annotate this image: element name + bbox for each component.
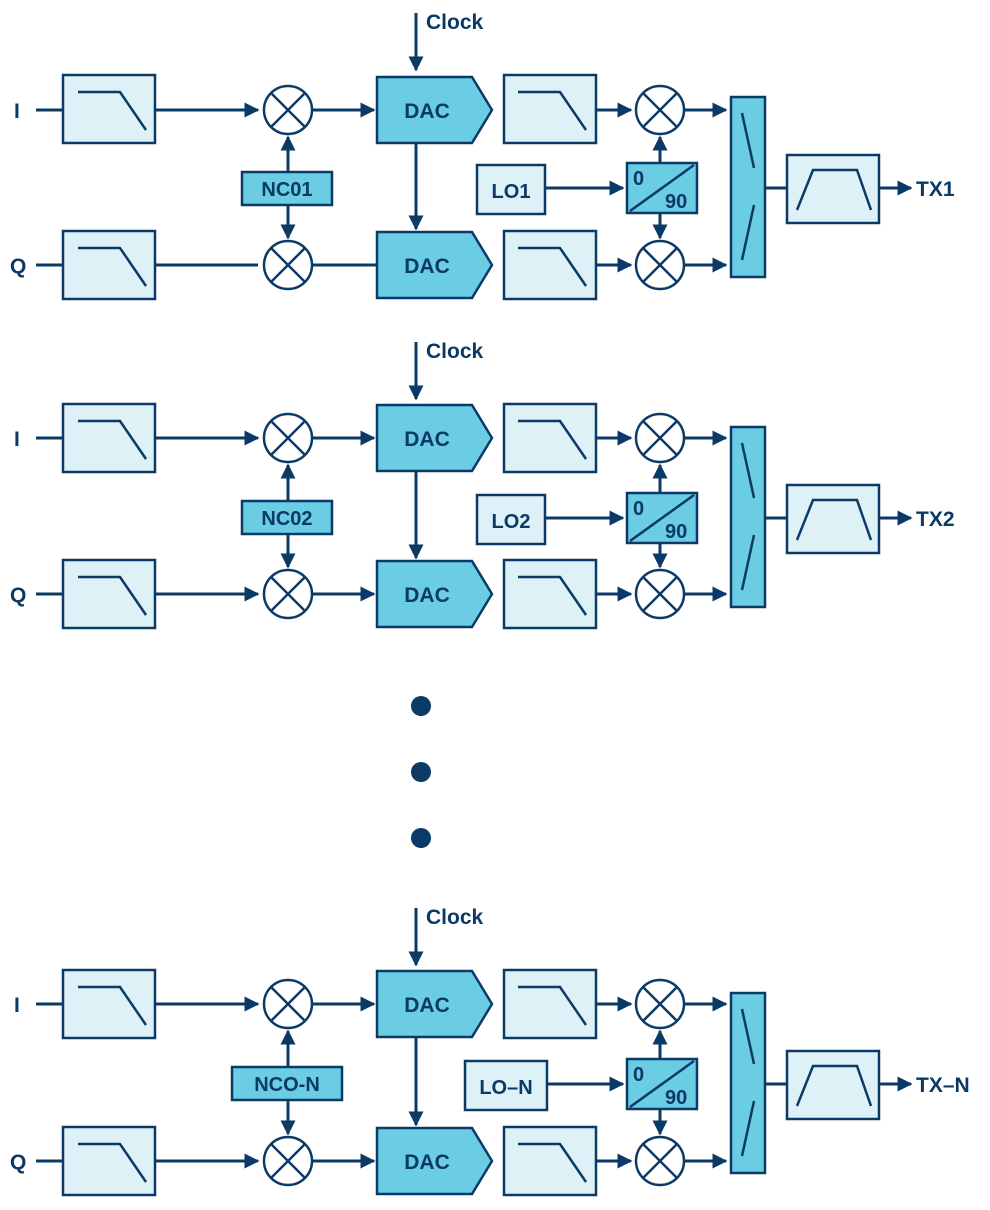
nco-label: NCO-N (254, 1074, 320, 1096)
clock-label: Clock (426, 906, 484, 929)
mixer-icon (262, 412, 314, 464)
tx-chain-n: Clock I Q NCO-N (10, 906, 970, 1197)
lo-label: LO–N (479, 1077, 532, 1099)
mixer-icon (634, 978, 686, 1030)
lowpass-filter-icon (61, 968, 157, 1040)
phase-90-label: 90 (665, 1087, 687, 1109)
tx-output-label: TX2 (916, 508, 955, 531)
phase-shifter-icon (625, 161, 699, 215)
q-input-label: Q (10, 255, 26, 278)
mixer-icon (634, 84, 686, 136)
lowpass-filter-icon (502, 558, 598, 630)
i-input-label: I (14, 428, 20, 451)
bandpass-filter-icon (785, 1049, 881, 1121)
phase-0-label: 0 (633, 168, 644, 190)
tx-chain-2: Clock I Q NC02 (10, 340, 955, 630)
lo-label: LO2 (492, 511, 531, 533)
phase-0-label: 0 (633, 1064, 644, 1086)
bandpass-filter-icon (785, 153, 881, 225)
dac-q-label: DAC (404, 584, 450, 607)
nco-block (240, 170, 334, 207)
mixer-icon (634, 568, 686, 620)
mixer-icon (262, 568, 314, 620)
combiner-icon (729, 425, 767, 609)
q-input-label: Q (10, 584, 26, 607)
lowpass-filter-icon (502, 229, 598, 301)
phase-0-label: 0 (633, 498, 644, 520)
lo-block (475, 493, 547, 546)
tx-chain-1: Clock I Q (10, 11, 955, 301)
dac-icon (375, 230, 494, 300)
lowpass-filter-icon (502, 402, 598, 474)
lowpass-filter-icon (61, 73, 157, 145)
phase-shifter-icon (625, 491, 699, 545)
mixer-icon (262, 978, 314, 1030)
combiner-icon (729, 991, 767, 1175)
mixer-icon (634, 1135, 686, 1187)
lowpass-filter-icon (502, 73, 598, 145)
clock-label: Clock (426, 11, 484, 34)
mixer-icon (634, 239, 686, 291)
lowpass-filter-icon (61, 402, 157, 474)
mixer-icon (634, 412, 686, 464)
combiner-icon (729, 95, 767, 279)
bandpass-filter-icon (785, 483, 881, 555)
nco-block (230, 1065, 344, 1102)
dac-icon (375, 559, 494, 629)
q-input-label: Q (10, 1151, 26, 1174)
lo-block (463, 1059, 549, 1112)
lowpass-filter-icon (61, 229, 157, 301)
mixer-icon (262, 239, 314, 291)
lowpass-filter-icon (502, 968, 598, 1040)
lowpass-filter-icon (502, 1125, 598, 1197)
nco-label: NC02 (261, 508, 312, 530)
lowpass-filter-icon (61, 1125, 157, 1197)
ellipsis-dot-icon (411, 696, 431, 716)
lowpass-filter-icon (61, 558, 157, 630)
tx-output-label: TX1 (916, 178, 955, 201)
i-input-label: I (14, 100, 20, 123)
nco-label: NC01 (261, 179, 312, 201)
dac-q-label: DAC (404, 255, 450, 278)
dac-i-label: DAC (404, 428, 450, 451)
phase-90-label: 90 (665, 191, 687, 213)
dac-icon (375, 969, 494, 1039)
mixer-icon (262, 84, 314, 136)
dac-icon (375, 1126, 494, 1196)
dac-i-label: DAC (404, 100, 450, 123)
i-input-label: I (14, 994, 20, 1017)
ellipsis-dots (411, 696, 431, 848)
tx-output-label: TX–N (916, 1074, 970, 1097)
mixer-icon (262, 1135, 314, 1187)
phase-90-label: 90 (665, 521, 687, 543)
dac-i-label: DAC (404, 994, 450, 1017)
lo-label: LO1 (492, 181, 531, 203)
dac-q-label: DAC (404, 1151, 450, 1174)
ellipsis-dot-icon (411, 762, 431, 782)
phase-shifter-icon (625, 1057, 699, 1111)
clock-label: Clock (426, 340, 484, 363)
dac-icon (375, 403, 494, 473)
dac-icon (375, 75, 494, 145)
ellipsis-dot-icon (411, 828, 431, 848)
